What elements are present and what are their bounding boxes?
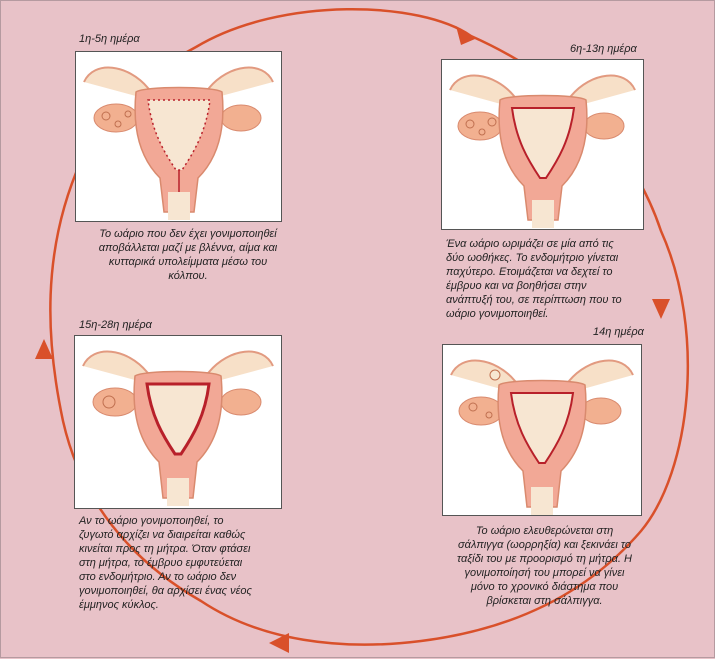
stage-label: 14η ημέρα xyxy=(593,326,644,338)
arrow-head-right xyxy=(652,299,670,319)
description-line: Ένα ωάριο ωριμάζει σε μία από τις xyxy=(446,238,614,250)
arrow-head-bottom xyxy=(269,633,289,653)
description-line: μόνο το χρονικό διάστημα που xyxy=(470,581,619,593)
stage-label: 15η-28η ημέρα xyxy=(79,319,152,331)
uterus-illustration xyxy=(83,66,274,220)
stage-illustration-panel xyxy=(441,59,644,230)
description-line: σάλπιγγα (ωορρηξία) και ξεκινάει το xyxy=(458,539,631,551)
stage-description: Το ωάριο που δεν έχει γονιμοποιηθεί αποβ… xyxy=(83,227,293,283)
description-line: ζυγωτό αρχίζει να διαιρείται καθώς xyxy=(79,529,246,541)
uterus-illustration xyxy=(450,359,634,515)
description-line: κινείται προς τη μήτρα. Όταν φτάσει xyxy=(79,543,251,555)
stage-description: Αν το ωάριο γονιμοποιηθεί, το ζυγωτό αρχ… xyxy=(79,514,289,612)
description-line: Το ωάριο που δεν έχει γονιμοποιηθεί xyxy=(99,228,277,240)
description-line: γονιμοποιηθεί, θα αρχίσει ένας νέος xyxy=(79,585,252,597)
description-line: Αν το ωάριο γονιμοποιηθεί, το xyxy=(79,515,224,527)
description-line: έμμηνος κύκλος. xyxy=(79,599,159,611)
description-line: δύο ωοθήκες. Το ενδομήτριο γίνεται xyxy=(446,252,619,264)
description-line: ανάπτυξή του, σε περίπτωση που το xyxy=(446,294,622,306)
description-line: βρίσκεται στη σάλπιγγα. xyxy=(486,595,603,607)
description-line: ωάριο γονιμοποιηθεί. xyxy=(446,308,549,320)
description-line: ταξίδι του με προορισμό τη μήτρα. Η xyxy=(457,553,632,565)
arrow-head-top xyxy=(456,26,475,45)
stage-illustration-panel xyxy=(74,335,282,509)
description-line: παχύτερο. Ετοιμάζεται να δεχτεί το xyxy=(446,266,613,278)
uterus-illustration xyxy=(449,74,636,228)
stage-description: Το ωάριο ελευθερώνεται στη σάλπιγγα (ωορ… xyxy=(437,524,652,608)
description-line: στη μήτρα, το έμβρυο εμφυτεύεται xyxy=(79,557,243,569)
arrow-head-left xyxy=(35,339,53,359)
description-line: αποβάλλεται μαζί με βλέννα, αίμα και xyxy=(98,242,278,254)
stage-label: 1η-5η ημέρα xyxy=(79,33,140,45)
description-line: Το ωάριο ελευθερώνεται στη xyxy=(475,525,614,537)
description-line: κόλπου. xyxy=(168,270,208,282)
stage-illustration-panel xyxy=(75,51,282,222)
description-line: γονιμοποίησή του μπορεί να γίνει xyxy=(464,567,625,579)
stage-label: 6η-13η ημέρα xyxy=(570,43,637,55)
description-line: έμβρυο και να βοηθήσει στην xyxy=(446,280,587,292)
uterus-illustration xyxy=(82,350,274,506)
description-line: κυτταρικά υπολείμματα μέσω του xyxy=(108,256,268,268)
stage-description: Ένα ωάριο ωριμάζει σε μία από τις δύο ωο… xyxy=(446,237,656,321)
description-line: στο ενδομήτριο. Αν το ωάριο δεν xyxy=(79,571,237,583)
stage-illustration-panel xyxy=(442,344,642,516)
